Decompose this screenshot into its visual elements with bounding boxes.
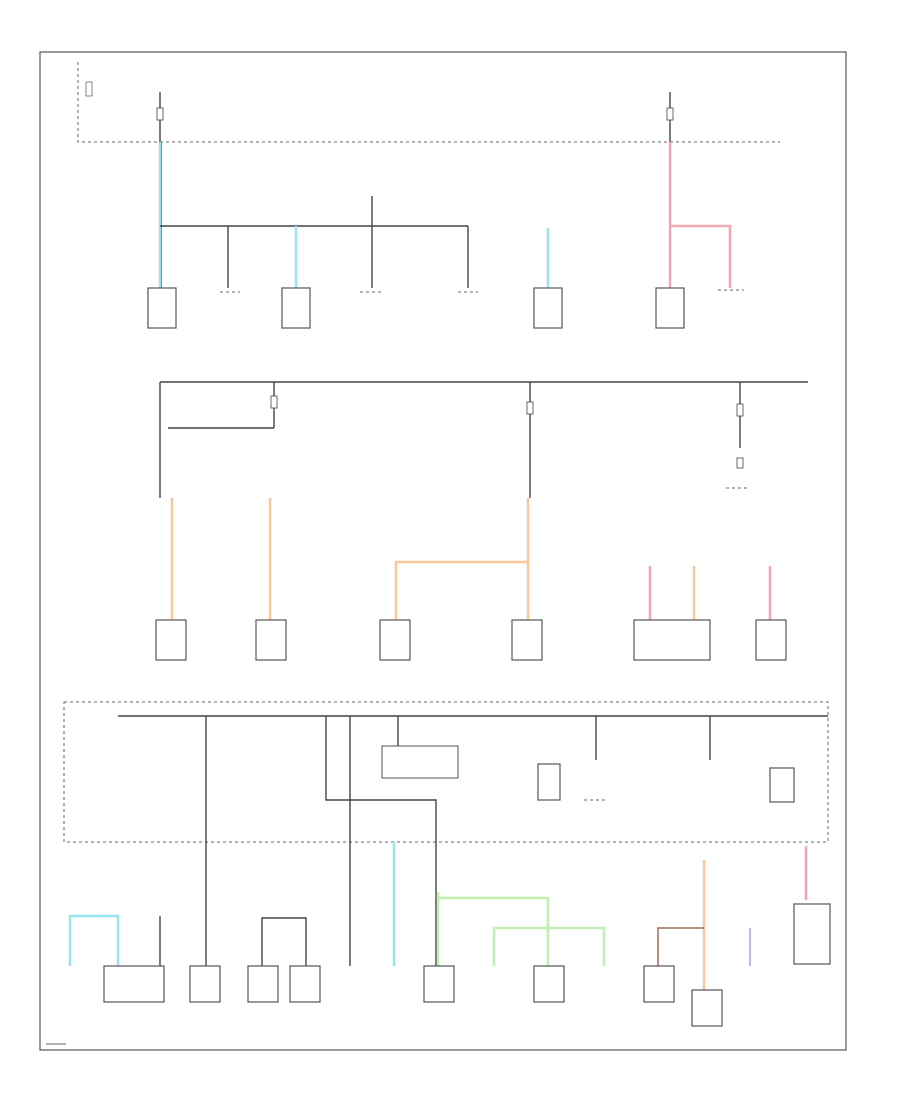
lower-fuse-panel-outline — [63, 701, 829, 843]
fuse-c — [526, 401, 534, 415]
lower-component-a — [537, 763, 561, 801]
bottom-mid-branch — [261, 917, 307, 966]
wire-orange-4 — [394, 560, 528, 620]
component-middle-row — [155, 619, 787, 661]
top-box-relay — [85, 81, 93, 97]
bottom-left-cyan-branch — [68, 914, 120, 966]
bottom-brown-1 — [657, 927, 704, 966]
bottom-green-2 — [438, 896, 550, 966]
fuse-b — [270, 395, 278, 409]
fuse-e — [736, 457, 744, 469]
fuse-top-left — [156, 92, 164, 142]
component-top-row — [147, 287, 744, 329]
lower-component-b — [769, 767, 795, 803]
component-bottom-row — [103, 903, 831, 1027]
lower-loop-wire — [325, 716, 437, 842]
bottom-green-3 — [492, 926, 606, 966]
diagram-frame — [39, 51, 847, 1051]
top-fuse-box-outline — [77, 62, 780, 143]
relay-lower — [381, 745, 459, 779]
wire-pink-branch-right — [670, 224, 732, 288]
fuse-d — [736, 403, 744, 417]
fuse-top-right — [666, 92, 674, 142]
